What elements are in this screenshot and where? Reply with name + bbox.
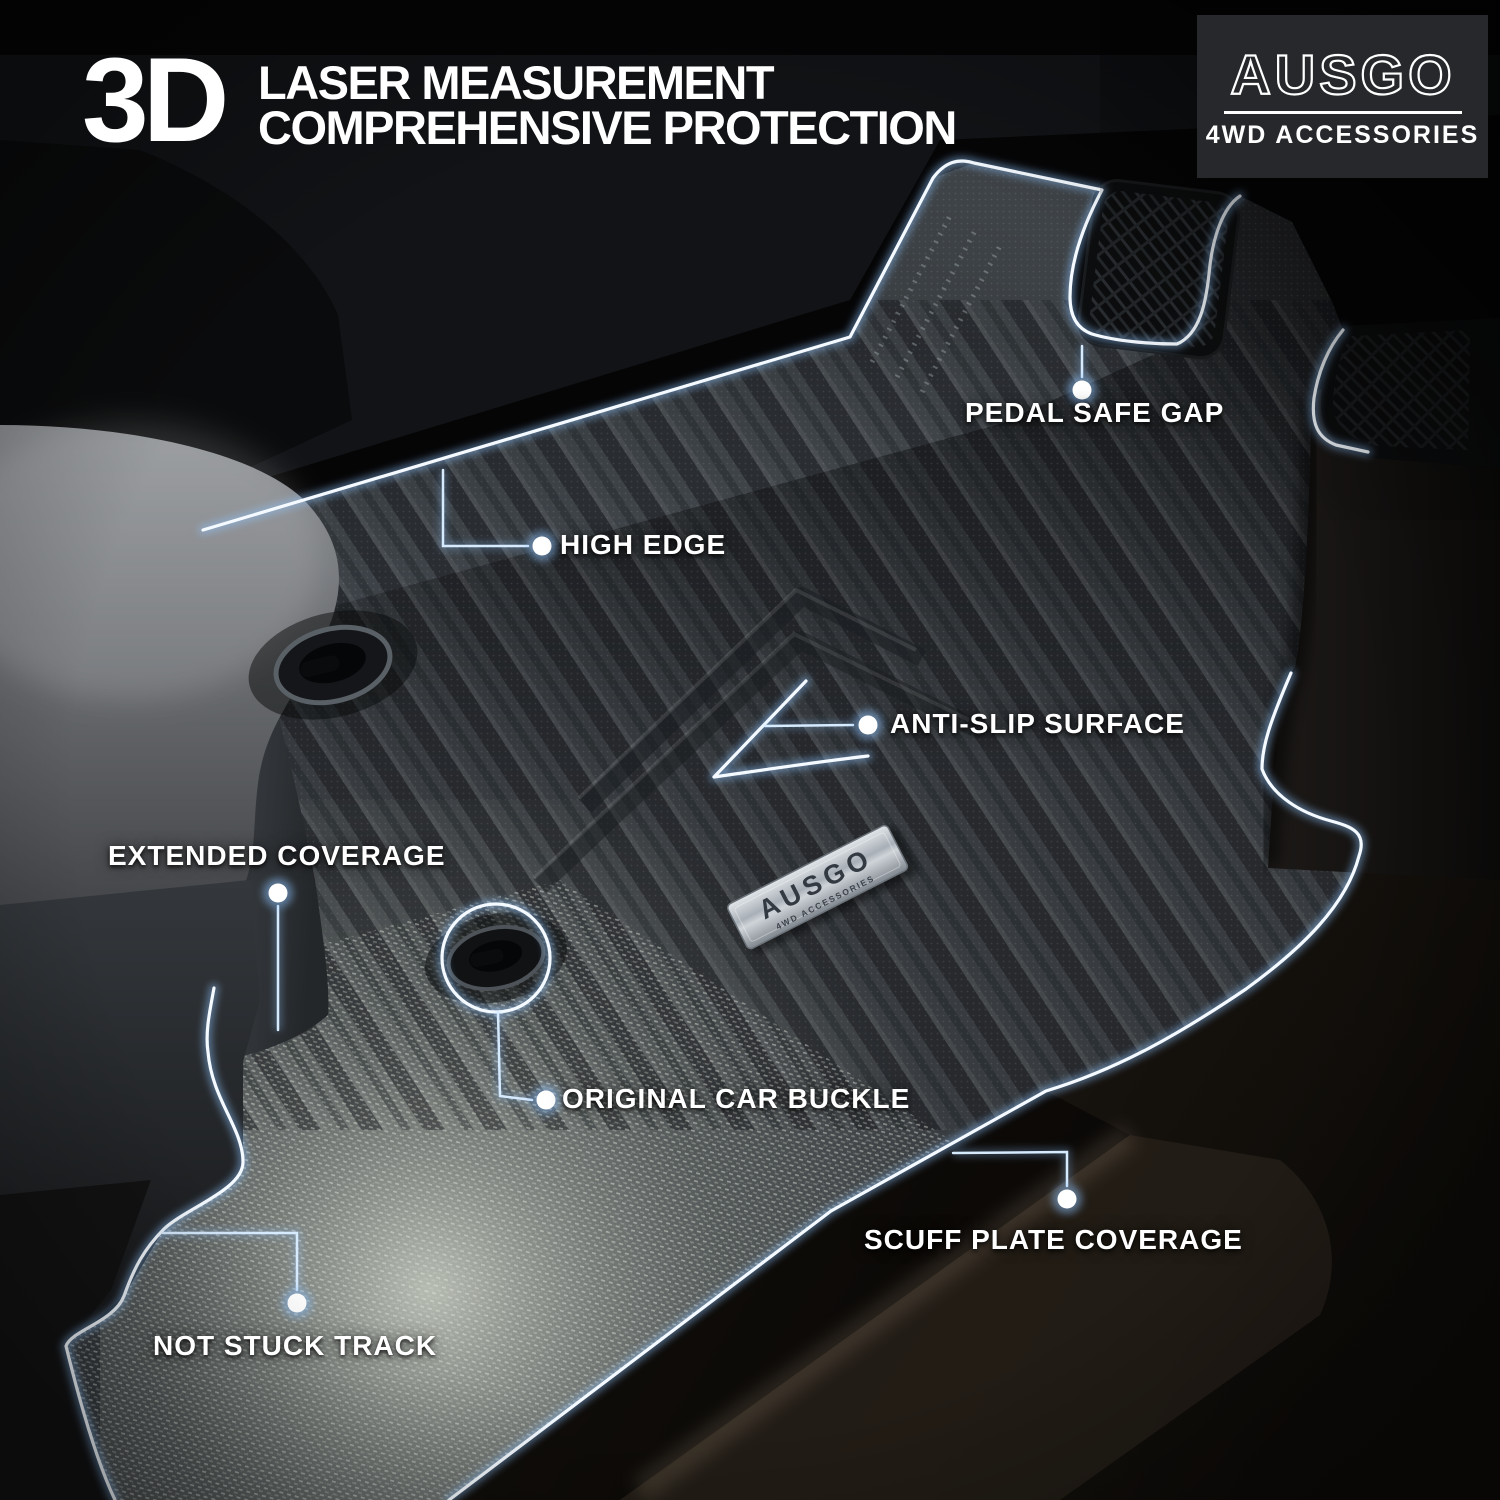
callout-original-car-buckle: ORIGINAL CAR BUCKLE bbox=[562, 1083, 911, 1114]
headline-line2: COMPREHENSIVE PROTECTION bbox=[258, 101, 957, 154]
callout-anti-slip-surface: ANTI-SLIP SURFACE bbox=[890, 708, 1185, 739]
headline-line1: LASER MEASUREMENT bbox=[258, 56, 775, 109]
brand-logo-panel: AUSGO 4WD ACCESSORIES bbox=[1197, 15, 1488, 178]
brand-logo: AUSGO bbox=[1229, 44, 1455, 107]
brand-name-text: AUSGO bbox=[1230, 44, 1455, 106]
headline-3d: 3D bbox=[82, 33, 229, 167]
callout-high-edge: HIGH EDGE bbox=[560, 529, 727, 560]
headline-title: LASER MEASUREMENT COMPREHENSIVE PROTECTI… bbox=[258, 56, 957, 154]
brand-divider bbox=[1223, 110, 1462, 114]
callout-scuff-plate-coverage: SCUFF PLATE COVERAGE bbox=[864, 1224, 1243, 1255]
brand-tagline: 4WD ACCESSORIES bbox=[1205, 120, 1480, 149]
callout-extended-coverage: EXTENDED COVERAGE bbox=[108, 840, 446, 871]
callout-pedal-safe-gap: PEDAL SAFE GAP bbox=[965, 397, 1225, 428]
callout-not-stuck-track: NOT STUCK TRACK bbox=[153, 1330, 438, 1361]
